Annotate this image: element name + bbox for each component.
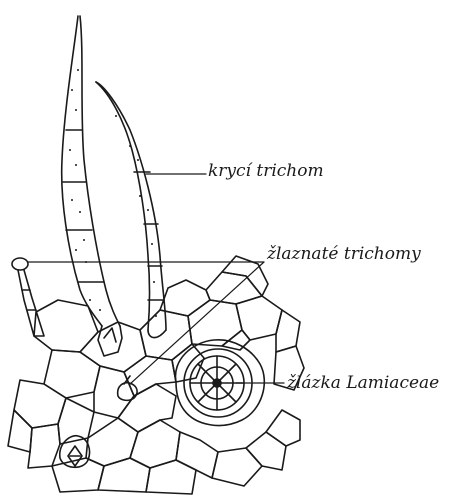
epidermal-cells xyxy=(8,256,304,494)
glandular-trichomes-label: žlaznaté trichomy xyxy=(267,244,421,264)
covering-trichome-label: krycí trichom xyxy=(208,161,324,181)
covering-trichome-2-drawing xyxy=(96,82,166,338)
covering-trichome-1-drawing xyxy=(62,16,122,356)
glandular-trichome-drawing xyxy=(12,258,44,336)
leader-lines xyxy=(28,174,284,384)
lamiaceae-gland-label: žlázka Lamiaceae xyxy=(287,373,439,393)
